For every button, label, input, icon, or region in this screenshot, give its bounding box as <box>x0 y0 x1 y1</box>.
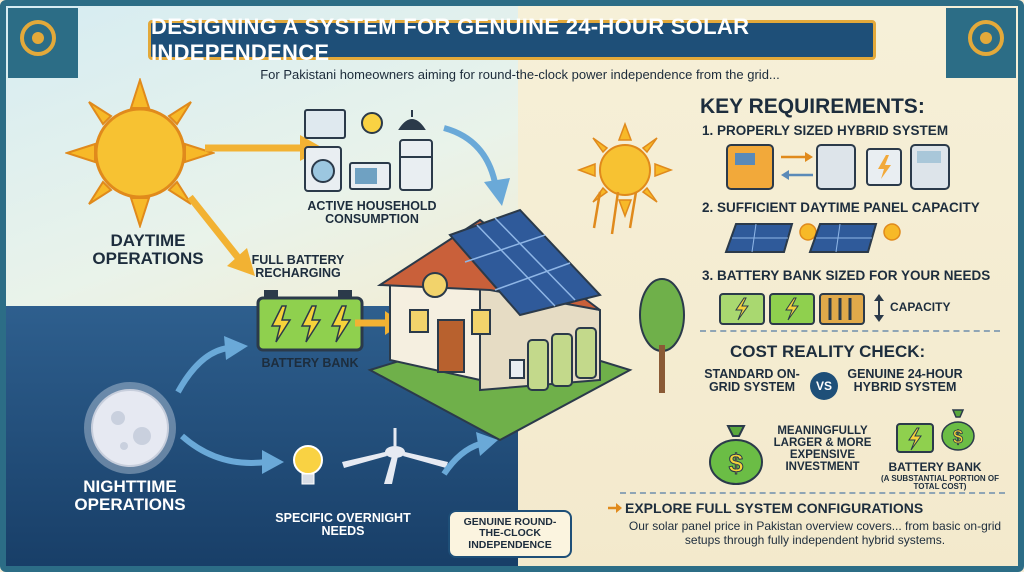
arrow-right-icon <box>180 433 284 474</box>
cost-title: COST REALITY CHECK: <box>730 342 926 361</box>
requirement-1: 1. PROPERLY SIZED HYBRID SYSTEM <box>702 123 949 138</box>
divider <box>620 492 1005 494</box>
subtitle: For Pakistani homeowners aiming for roun… <box>260 67 780 82</box>
corner-ornament-icon <box>946 8 1016 78</box>
sun-icon <box>65 78 215 228</box>
divider <box>700 330 1000 332</box>
recharging-label: FULL BATTERY RECHARGING <box>251 253 345 281</box>
daytime-label: DAYTIME OPERATIONS <box>92 231 204 268</box>
household-label: ACTIVE HOUSEHOLD CONSUMPTION <box>307 199 437 227</box>
battery-icon <box>896 423 934 453</box>
requirement-3: 3. BATTERY BANK SIZED FOR YOUR NEEDS <box>702 268 991 283</box>
light-bulb-icon <box>293 445 323 485</box>
explore-text: Our solar panel price in Pakistan overvi… <box>628 519 1002 548</box>
hybrid-system-label: GENUINE 24-HOUR HYBRID SYSTEM <box>847 367 963 395</box>
solar-panels-icon <box>724 223 901 253</box>
battery-cost-note: (A SUBSTANTIAL PORTION OF TOTAL COST) <box>880 474 1000 492</box>
sun-icon <box>576 121 674 219</box>
capacity-label: CAPACITY <box>890 300 951 314</box>
battery-bank-label: BATTERY BANK <box>261 356 359 370</box>
battery-bank-icon <box>256 290 364 352</box>
money-bag-icon: $ <box>941 409 975 451</box>
overnight-label: SPECIFIC OVERNIGHT NEEDS <box>275 511 411 539</box>
battery-cost-label: BATTERY BANK <box>888 460 982 474</box>
money-bag-icon: $ <box>709 425 763 485</box>
capacity-arrow-icon <box>874 294 884 322</box>
arrow-up-right-icon <box>441 432 498 476</box>
moon-icon <box>84 382 176 474</box>
hybrid-system-icon <box>726 144 950 190</box>
page-title: DESIGNING A SYSTEM FOR GENUINE 24-HOUR S… <box>148 14 876 65</box>
house-icon <box>367 208 633 442</box>
vs-badge: VS <box>810 372 838 400</box>
requirement-2: 2. SUFFICIENT DAYTIME PANEL CAPACITY <box>702 200 980 215</box>
requirements-background <box>518 6 1018 566</box>
arrow-right-icon <box>608 503 622 513</box>
svg-text:$: $ <box>729 448 744 478</box>
sun-ray-arrows-icon <box>592 191 638 235</box>
investment-label: MEANINGFULLY LARGER & MORE EXPENSIVE INV… <box>773 425 872 474</box>
arrow-to-house-icon <box>443 125 510 206</box>
ceiling-fan-icon <box>342 428 448 484</box>
independence-badge: GENUINE ROUND-THE-CLOCK INDEPENDENCE <box>448 510 572 558</box>
corner-ornament-icon <box>8 8 78 78</box>
battery-capacity-icon <box>719 293 865 325</box>
standard-system-label: STANDARD ON-GRID SYSTEM <box>704 367 800 395</box>
arrow-up-right-icon <box>175 336 248 394</box>
household-appliances-icon <box>304 109 433 192</box>
nighttime-label: NIGHTTIME OPERATIONS <box>74 477 186 514</box>
tree-icon <box>639 278 685 393</box>
svg-text:$: $ <box>953 427 963 447</box>
explore-title[interactable]: EXPLORE FULL SYSTEM CONFIGURATIONS <box>625 500 924 516</box>
arrow-down-right-icon <box>187 194 255 276</box>
requirements-title: KEY REQUIREMENTS: <box>700 95 925 118</box>
